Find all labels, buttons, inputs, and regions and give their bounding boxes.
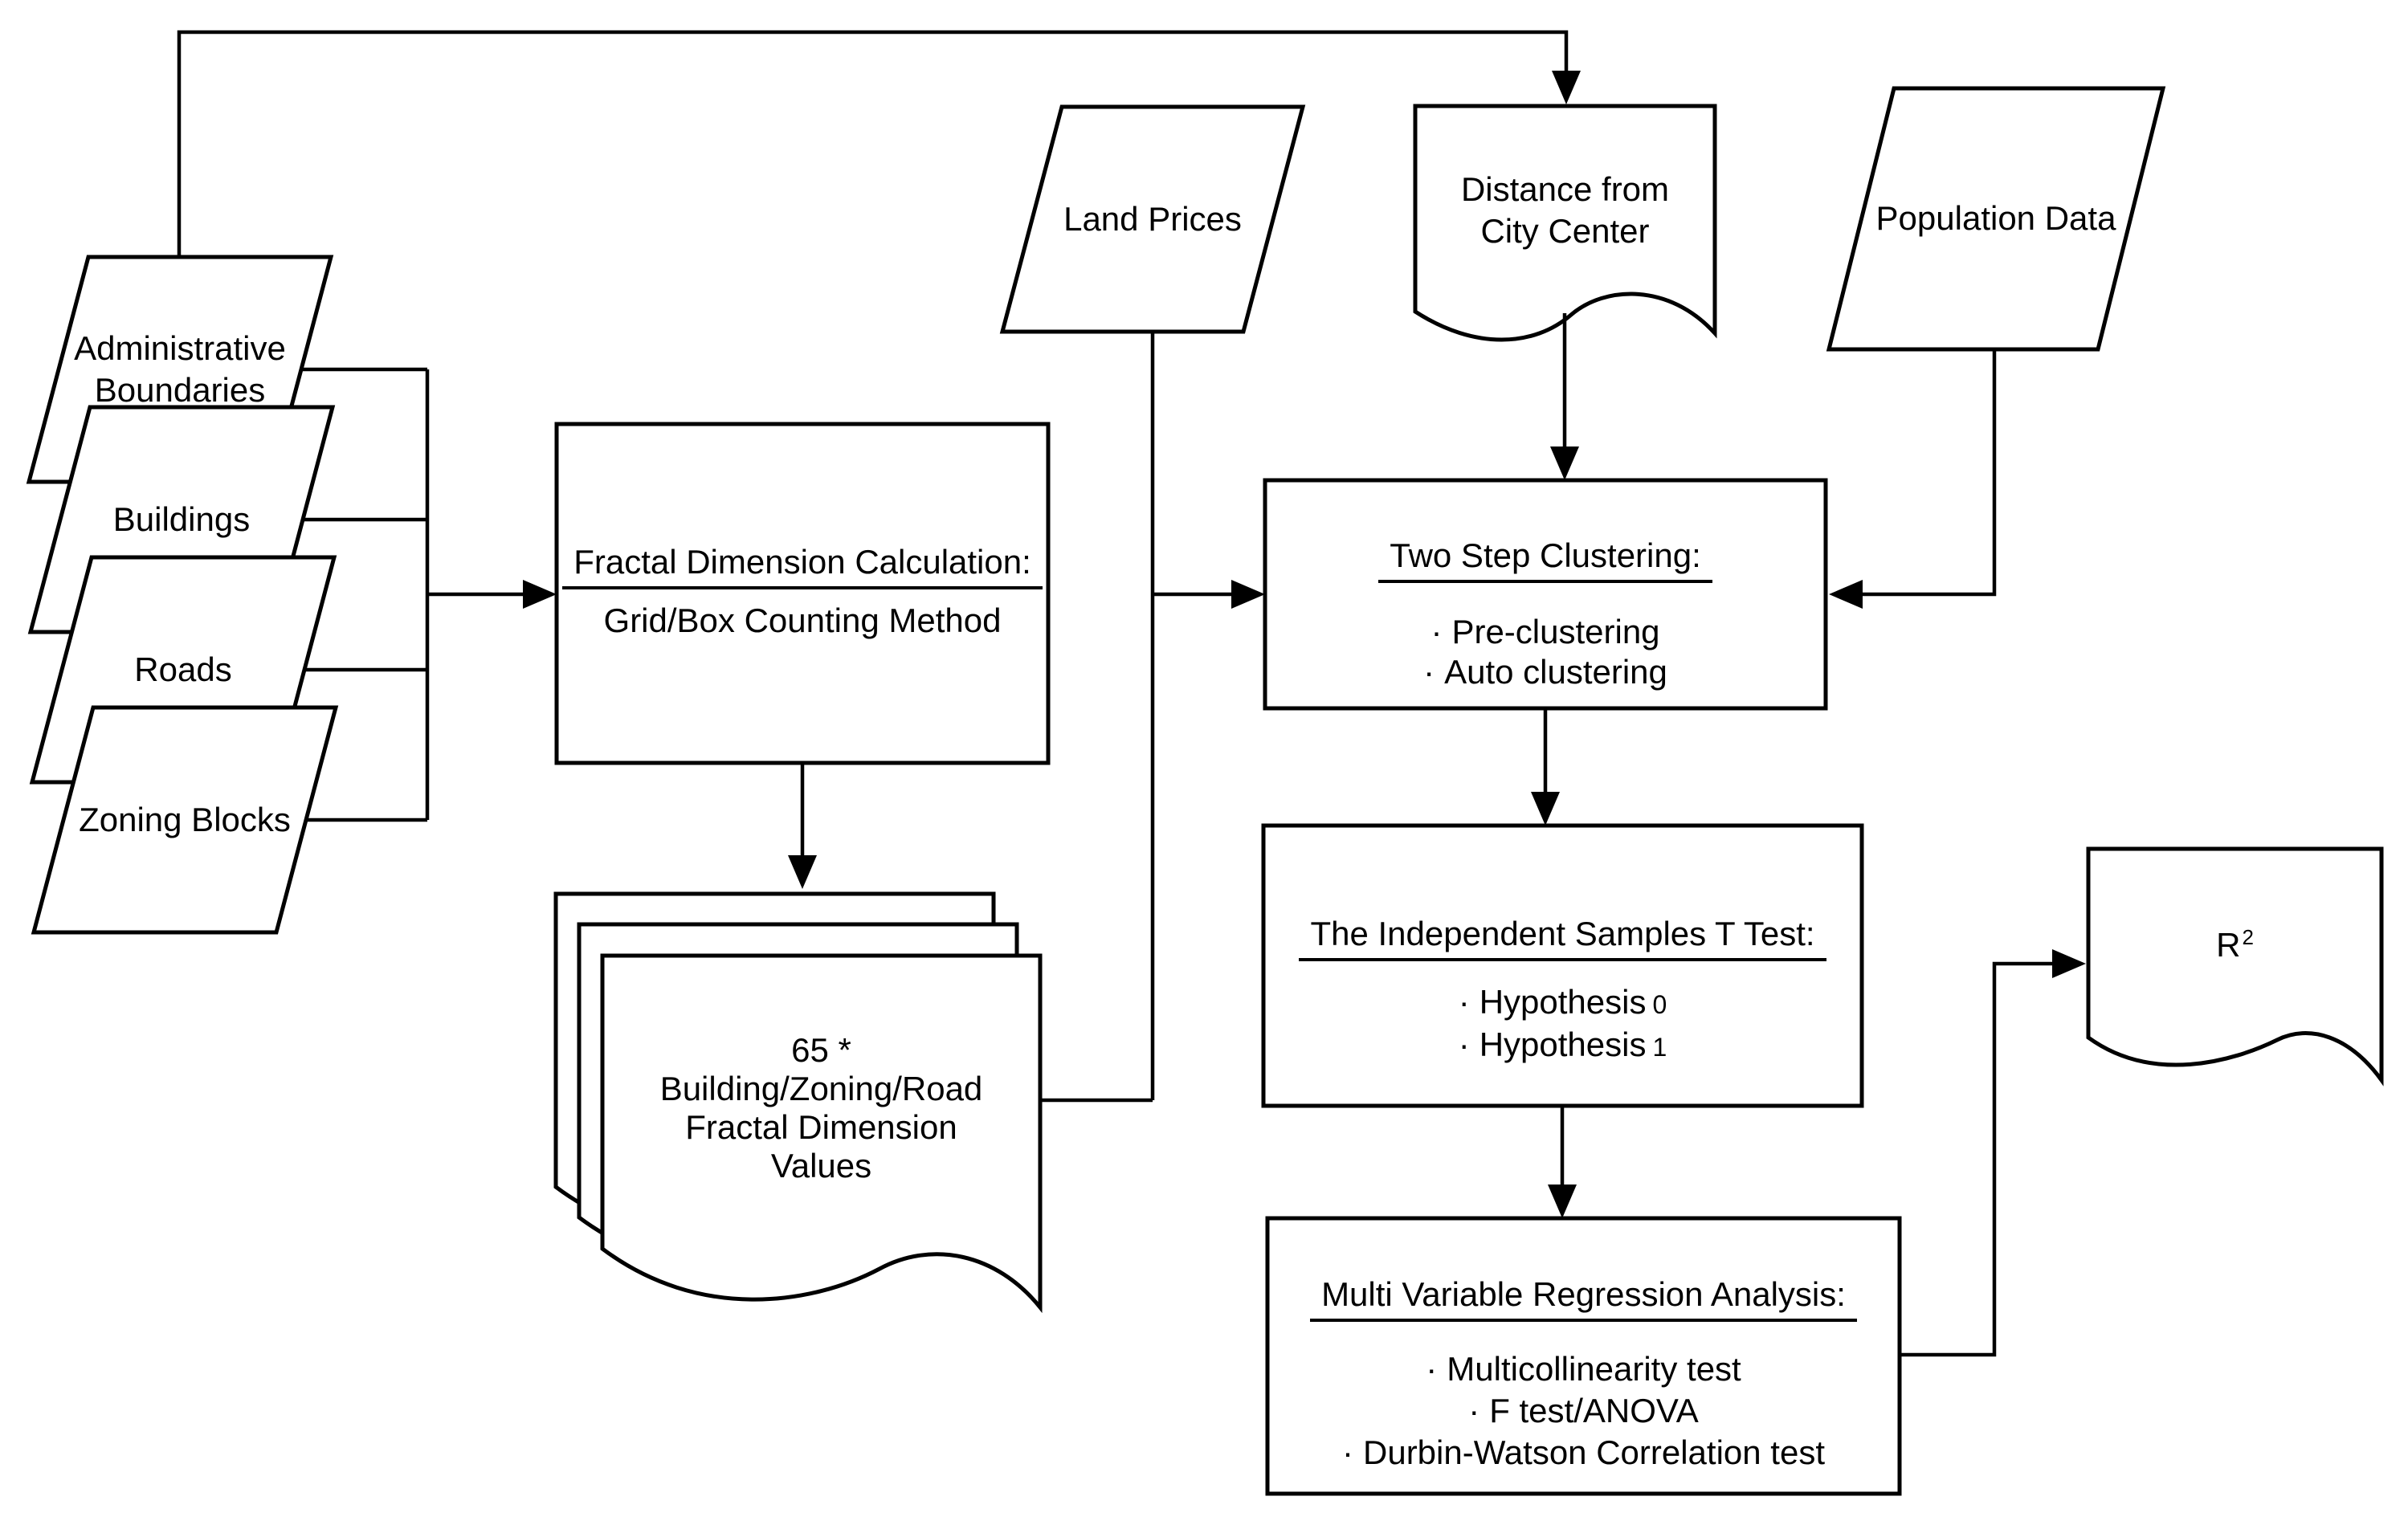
- t-test-box: [1261, 823, 1864, 1108]
- population-data-shape: [1826, 86, 2166, 352]
- population-data-label: Population Data: [1875, 199, 2116, 238]
- roads-label: Roads: [134, 650, 232, 688]
- arrowhead-into-regression: [1548, 1185, 1577, 1218]
- regression-box: [1265, 1216, 1902, 1496]
- fractal-values-doc-front: [600, 953, 1043, 1314]
- fractal-calc-body: Grid/Box Counting Method: [603, 601, 1002, 639]
- edge-admin-to-distance: [177, 30, 1569, 255]
- arrowhead-into-ttest: [1531, 792, 1560, 826]
- bullet-auto-clustering: ·Auto clustering: [1423, 653, 1667, 691]
- edge-population-to-twostep: [1863, 349, 1997, 597]
- two-step-clustering-bullets: ·Pre-clustering ·Auto clustering: [1265, 612, 1826, 692]
- regression-title: Multi Variable Regression Analysis:: [1267, 1274, 1900, 1322]
- r-squared-doc: [2086, 846, 2384, 1087]
- arrowhead-into-fractal: [523, 580, 557, 609]
- regression-bullets: ·Multicollinearity test ·F test/ANOVA ·D…: [1267, 1348, 1900, 1474]
- bullet-multicollinearity: ·Multicollinearity test: [1426, 1350, 1741, 1388]
- buildings-label: Buildings: [112, 499, 251, 538]
- zoning-blocks-shape: [31, 705, 339, 935]
- r-squared-label: R2: [2216, 924, 2254, 964]
- distance-city-center-label: Distance from City Center: [1460, 169, 1670, 250]
- bullet-pre-clustering: ·Pre-clustering: [1431, 613, 1660, 650]
- bullet-f-test-anova: ·F test/ANOVA: [1468, 1392, 1699, 1429]
- arrowhead-into-distance: [1552, 71, 1581, 104]
- land-prices-shape: [999, 104, 1306, 334]
- fractal-calc-title: Fractal Dimension Calculation:: [557, 541, 1048, 589]
- edge-regression-to-rsquared: [1900, 961, 2052, 1357]
- arrowhead-into-values: [788, 855, 817, 889]
- bullet-durbin-watson: ·Durbin-Watson Correlation test: [1342, 1433, 1825, 1471]
- arrowhead-into-twostep-right: [1829, 580, 1863, 609]
- land-prices-label: Land Prices: [1063, 199, 1242, 238]
- t-test-title: The Independent Samples T Test:: [1263, 913, 1862, 961]
- two-step-clustering-title: Two Step Clustering:: [1265, 535, 1826, 583]
- arrowhead-into-rsquared: [2052, 949, 2086, 978]
- admin-boundaries-label: Administrative Boundaries: [74, 328, 286, 409]
- fractal-values-label: 65 * Building/Zoning/Road Fractal Dimens…: [659, 1031, 983, 1185]
- distance-city-center-shape: [1413, 104, 1717, 342]
- zoning-blocks-label: Zoning Blocks: [79, 800, 291, 838]
- fractal-calc-box: [554, 422, 1051, 765]
- arrowhead-into-twostep-top: [1550, 446, 1579, 480]
- arrowhead-into-twostep-left: [1231, 580, 1265, 609]
